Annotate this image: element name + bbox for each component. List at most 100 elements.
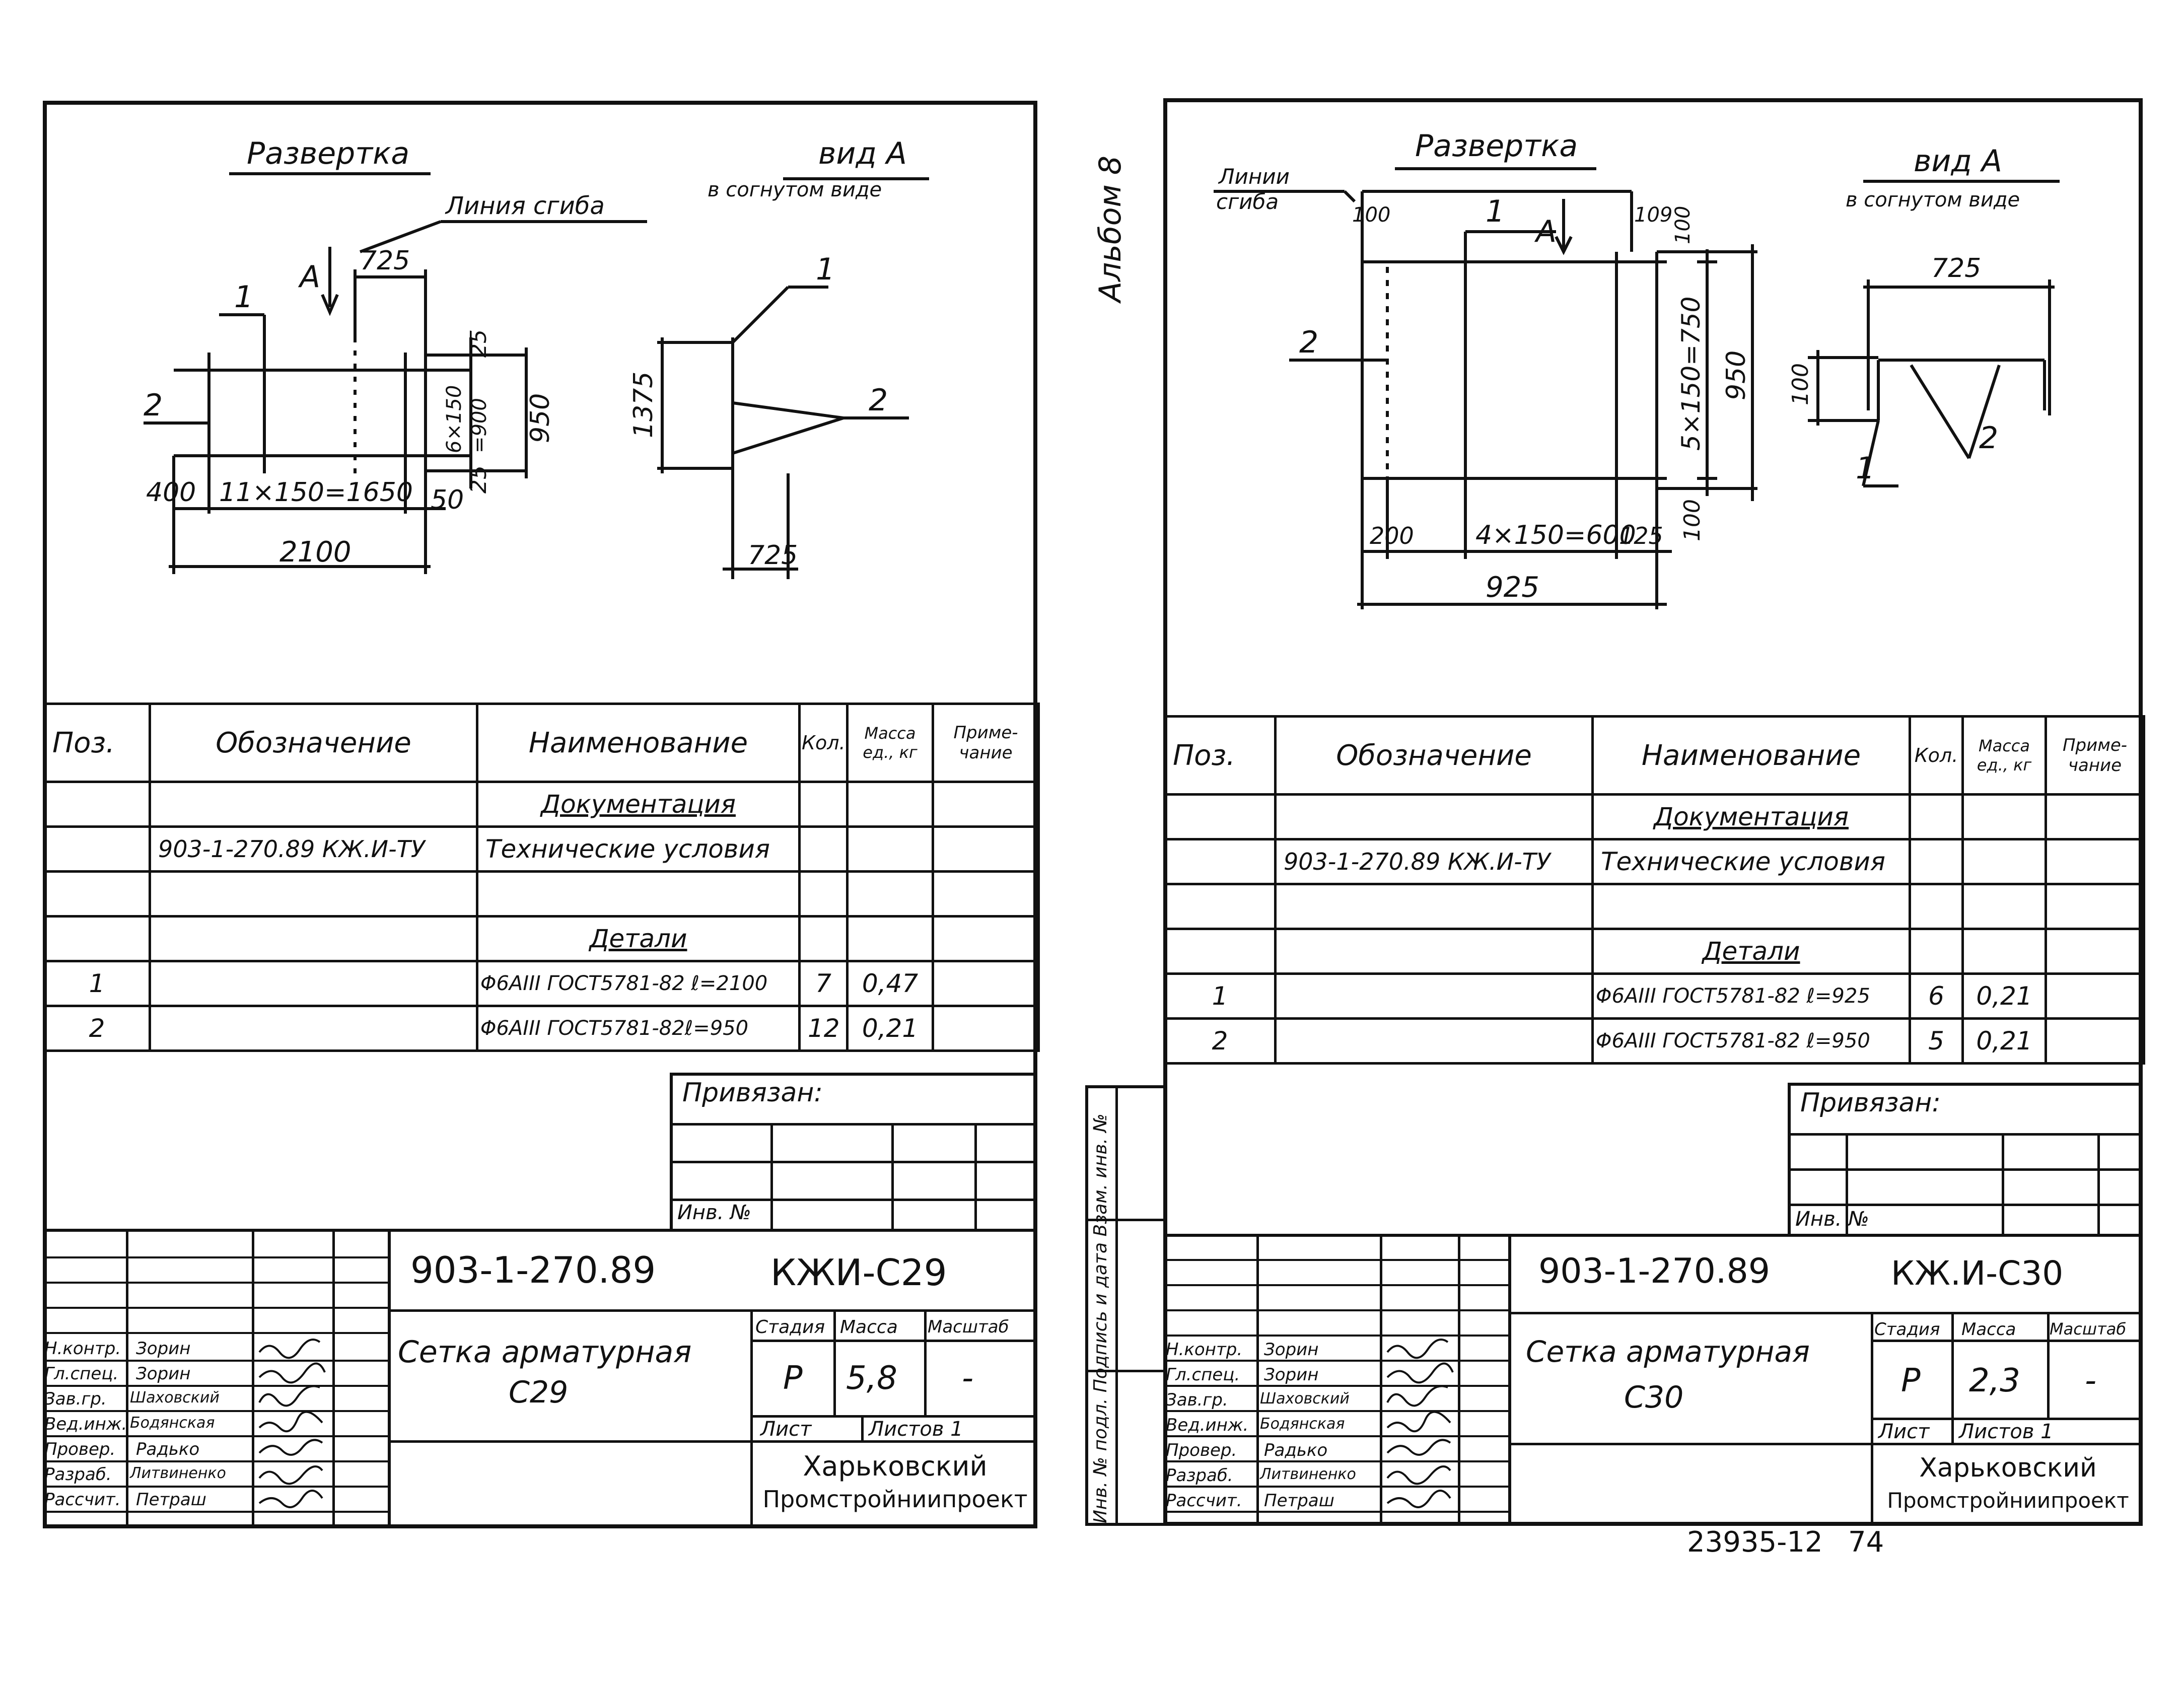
person-name: Литвиненко	[1260, 1465, 1356, 1483]
person-name: Литвиненко	[130, 1464, 226, 1482]
pos2b-left: 2	[869, 383, 888, 418]
sheets-label-right: Листов 1	[1959, 1420, 2054, 1443]
row-pos: 1	[43, 960, 151, 1007]
dim-125-right: 125	[1619, 522, 1663, 549]
pos1-right: 1	[1486, 194, 1505, 229]
section-details: Детали	[476, 915, 801, 962]
role: Провер.	[44, 1439, 116, 1459]
vid-a-sub-left: в согнутом виде	[708, 178, 882, 201]
person-name: Петраш	[1264, 1491, 1334, 1511]
row-name: Φ6AIII ГОСТ5781-82ℓ=950	[476, 1005, 801, 1052]
role: Н.контр.	[44, 1339, 121, 1359]
dim-100a-right: 100	[1352, 203, 1390, 227]
person-name: Радько	[136, 1439, 200, 1459]
spec-table-right: Поз. Обозначение Наименование Кол. Масса…	[1163, 715, 2145, 1065]
bend-line2-right: сгиба	[1216, 189, 1279, 214]
pos2b-right: 2	[1979, 420, 1998, 456]
signatures-left	[258, 1339, 326, 1508]
footer-doc-number: 23935-12	[1687, 1526, 1823, 1559]
dim-200-right: 200	[1370, 522, 1414, 549]
dim-25a-left: 25	[466, 329, 491, 358]
dim-100b-right: 100	[1671, 206, 1695, 244]
role: Разраб.	[1166, 1465, 1233, 1486]
row-name: Φ6AIII ГОСТ5781-82 ℓ=2100	[476, 960, 801, 1007]
vid-a-left: вид А	[818, 136, 907, 171]
th-name: Наименование	[1591, 715, 1911, 796]
sheet-label-left: Лист	[760, 1418, 812, 1441]
dim-109-right: 109	[1634, 203, 1672, 227]
pos1-left: 1	[234, 279, 253, 315]
title-line1-left: Сетка арматурная	[398, 1335, 692, 1370]
dim-950-right: 950	[1721, 350, 1751, 400]
person-name: Зорин	[136, 1364, 191, 1384]
row-name: Φ6AIII ГОСТ5781-82 ℓ=925	[1591, 972, 1911, 1020]
org-line1-left: Харьковский	[803, 1450, 988, 1482]
section-details: Детали	[1591, 928, 1911, 975]
dim-950-left: 950	[525, 393, 555, 443]
footer-page-number: 74	[1848, 1526, 1884, 1559]
row-mass: 0,47	[846, 960, 934, 1007]
org-line2-right: Промстройниипроект	[1887, 1488, 2129, 1513]
role: Зав.гр.	[44, 1389, 107, 1409]
spec-table-left: Поз. Обозначение Наименование Кол. Масса…	[43, 703, 1040, 1052]
th-pos: Поз.	[43, 703, 151, 783]
dim-25b-left: 25	[466, 465, 491, 494]
doc-name: Технические условия	[476, 825, 801, 873]
dim-100d-right: 100	[1788, 363, 1813, 405]
scale-left: -	[962, 1360, 974, 1397]
scale-right: -	[2085, 1362, 2097, 1399]
dim-5x150-right: 5×150=750	[1676, 297, 1706, 451]
pos2-left: 2	[144, 388, 163, 423]
drawing-right: Развертка вид А в согнутом виде Линии сг…	[1214, 128, 2060, 609]
th-name: Наименование	[476, 703, 801, 783]
role: Н.контр.	[1166, 1340, 1243, 1360]
th-note: Приме-чание	[2045, 715, 2145, 796]
org-line2-left: Промстройниипроект	[762, 1486, 1028, 1513]
drawing-left: Развертка вид А в согнутом виде Линия сг…	[144, 136, 929, 579]
th-mass: Масса ед., кг	[1961, 715, 2047, 796]
row-qty: 12	[798, 1005, 849, 1052]
doc-code: 903-1-270.89 КЖ.И-ТУ	[149, 825, 478, 873]
role: Рассчит.	[1166, 1491, 1242, 1511]
person-name: Зорин	[136, 1339, 191, 1359]
signatures-right	[1386, 1339, 1454, 1508]
row-pos: 1	[1163, 972, 1277, 1020]
a-mark-left: А	[298, 259, 320, 295]
dim-725b-left: 725	[748, 540, 798, 571]
section-doc: Документация	[1591, 793, 1911, 840]
bend-line-left: Линия сгиба	[445, 192, 605, 220]
dim-725-left: 725	[360, 246, 410, 276]
pos1b-right: 1	[1856, 451, 1875, 486]
project-number-left: 903-1-270.89	[410, 1249, 656, 1291]
album-label: Альбом 8	[1093, 156, 1128, 302]
role: Рассчит.	[44, 1490, 121, 1510]
person-name: Радько	[1264, 1440, 1328, 1460]
role: Разраб.	[44, 1464, 112, 1485]
mass-label-right: Масса	[1961, 1319, 2016, 1340]
razvertka-left: Развертка	[247, 136, 409, 171]
drawing-code-right: КЖ.И-С30	[1891, 1254, 2064, 1293]
row-qty: 5	[1909, 1017, 1964, 1065]
row-pos: 2	[1163, 1017, 1277, 1065]
person-name: Шаховский	[130, 1389, 220, 1407]
row-name: Φ6AIII ГОСТ5781-82 ℓ=950	[1591, 1017, 1911, 1065]
vid-a-right: вид А	[1914, 144, 2002, 179]
dim-900-left: =900	[468, 398, 491, 453]
person-name: Зорин	[1264, 1365, 1319, 1385]
stage-right: Р	[1901, 1362, 1921, 1399]
dim-2100-left: 2100	[279, 536, 351, 569]
row-mass: 0,21	[846, 1005, 934, 1052]
dim-11x150-left: 11×150=1650	[219, 477, 413, 508]
dim-6x150-left: 6×150	[443, 385, 466, 453]
org-line1-right: Харьковский	[1919, 1453, 2097, 1483]
project-number-right: 903-1-270.89	[1538, 1251, 1771, 1291]
th-qty: Кол.	[798, 703, 849, 783]
stage-label-left: Стадия	[755, 1317, 825, 1338]
dim-725-right: 725	[1931, 253, 1981, 284]
inv-right: Инв. №	[1795, 1208, 1869, 1231]
title-line2-right: С30	[1624, 1380, 1684, 1415]
dim-925-right: 925	[1486, 571, 1539, 604]
dim-1375-left: 1375	[628, 372, 659, 438]
privyazan-right: Привязан:	[1800, 1088, 1941, 1118]
person-name: Бодянская	[130, 1414, 215, 1432]
